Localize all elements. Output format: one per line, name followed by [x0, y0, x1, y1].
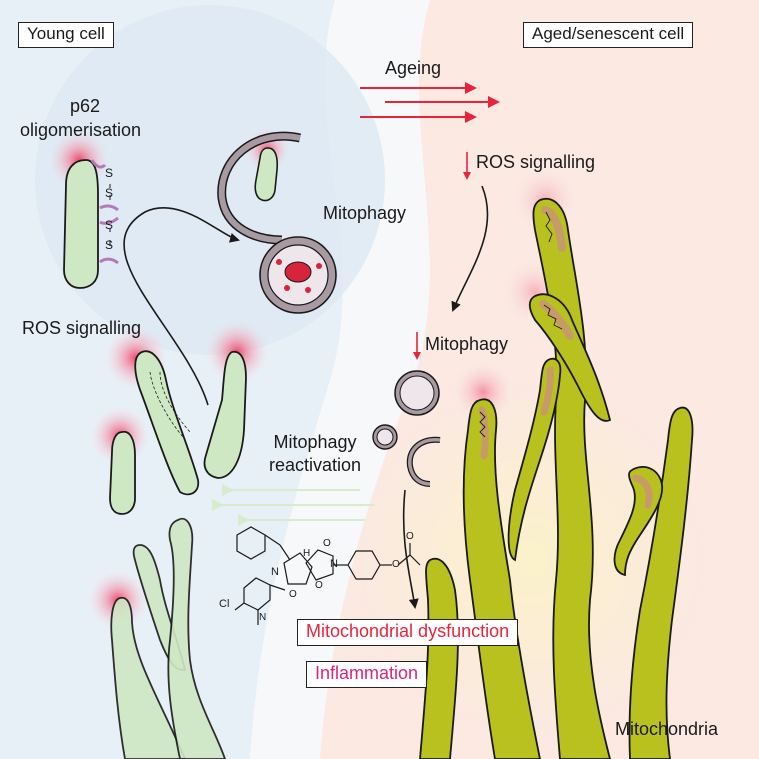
arrow-ros-to-mitophagy	[451, 185, 489, 312]
disulfide-s-3: S	[105, 218, 114, 232]
disulfide-s-1: S	[105, 166, 114, 180]
mitochondria-label: Mitochondria	[615, 719, 719, 739]
arrow-to-mitophagy	[123, 207, 240, 406]
mitophagy-label: Mitophagy	[323, 203, 407, 223]
atom-o-1: O	[323, 538, 331, 549]
atom-n-pyrrolidine: N	[271, 566, 279, 578]
p62-label: p62	[69, 96, 101, 116]
stalled-autophagosomes	[372, 370, 441, 487]
atom-o-2: O	[315, 580, 323, 591]
phagophore	[217, 131, 301, 245]
reactivation-label-line2: reactivation	[268, 455, 362, 475]
mitochondrial-dysfunction-label: Mitochondrial dysfunction	[297, 619, 519, 646]
atom-o-carbonyl: O	[406, 531, 414, 542]
atom-o-3: O	[289, 589, 297, 600]
oligomerisation-label: oligomerisation	[20, 120, 142, 140]
autophagosome	[259, 236, 337, 314]
cell-boundary-band	[250, 0, 430, 759]
ros-signalling-young-label: ROS signalling	[22, 318, 142, 338]
arrow-to-dysfunction	[402, 489, 419, 609]
atom-h: H	[303, 548, 311, 559]
disulfide-s-2: S	[105, 186, 114, 200]
disulfide-s-4: S	[105, 238, 114, 252]
ros-signalling-aged-label: ROS signalling	[476, 152, 596, 172]
atom-o-ester: O	[392, 559, 400, 570]
reactivation-label-line1: Mitophagy	[273, 432, 357, 452]
reduced-mitophagy-label: Mitophagy	[425, 334, 509, 354]
atom-n-indole: N	[259, 612, 267, 623]
young-cell-label: Young cell	[18, 22, 114, 48]
aged-cell-label: Aged/senescent cell	[523, 22, 694, 48]
young-mitochondria	[109, 350, 247, 759]
aged-mitochondria-network	[419, 197, 694, 759]
reactivator-molecule	[234, 526, 421, 625]
inflammation-label: Inflammation	[306, 661, 428, 688]
atom-cl: Cl	[219, 598, 230, 610]
reactivation-arrows	[212, 484, 375, 526]
ageing-label: Ageing	[385, 58, 442, 78]
p62-oligomer-mitochondrion	[63, 159, 119, 289]
atom-n-imide: N	[330, 558, 338, 570]
ageing-arrows	[360, 82, 500, 123]
